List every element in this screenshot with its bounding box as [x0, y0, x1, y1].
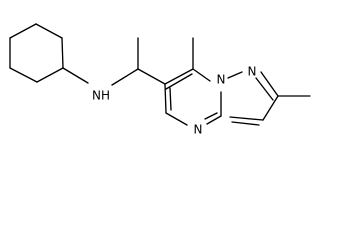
pyrazole-nitrogen-label: N: [248, 65, 257, 79]
methine-to-ring-bond: [137, 68, 166, 85]
pyrazole-ring: [227, 71, 279, 126]
chemical-structure-diagram: NH: [9, 23, 311, 137]
amine-nitrogen-label: NH: [92, 89, 110, 103]
molecule-canvas: NH: [9, 23, 311, 137]
pyrimidine-nitrogen-label: N: [194, 123, 203, 137]
pyrimidine-ring: [164, 68, 222, 126]
cyclohexane-ring: [9, 23, 64, 83]
bridgehead-nitrogen-label: N: [217, 73, 226, 87]
cyclohexyl-nitrogen-bond: [62, 67, 89, 84]
nitrogen-to-methine-bond: [111, 68, 139, 86]
